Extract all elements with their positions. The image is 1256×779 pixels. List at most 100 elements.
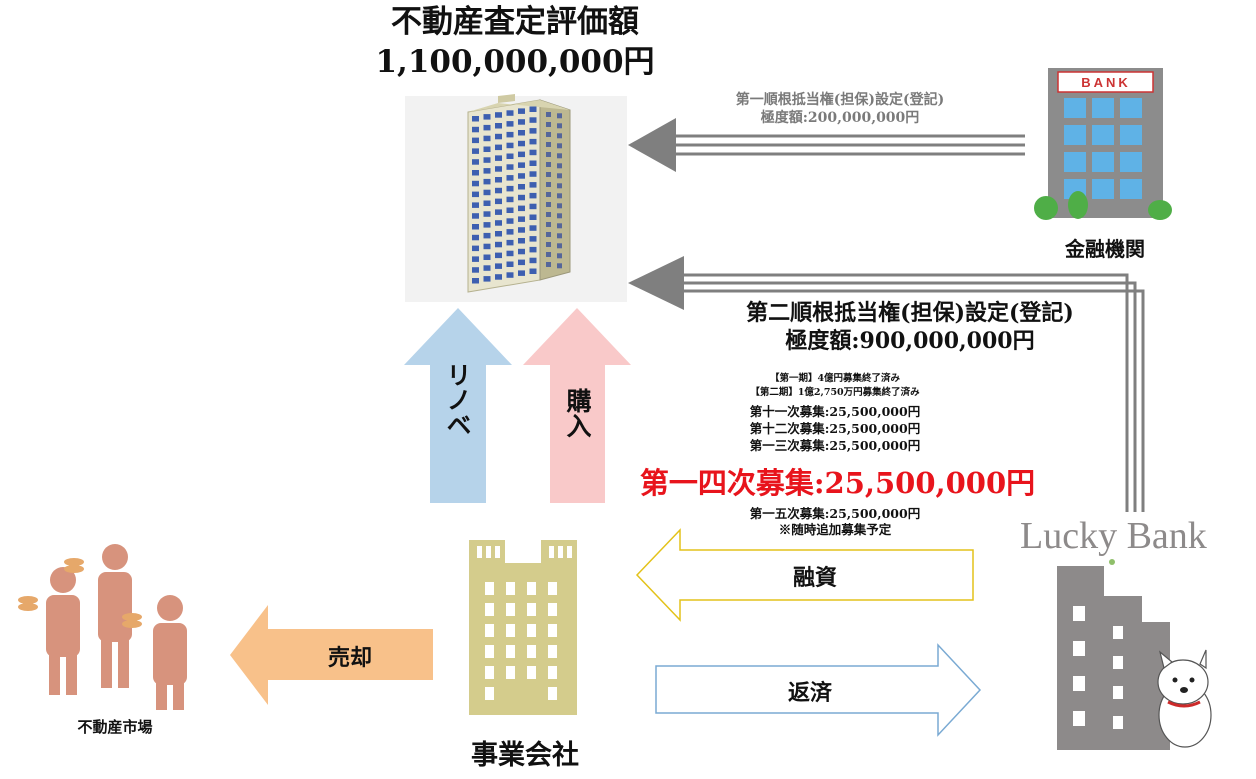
window — [548, 582, 557, 595]
financing-arrow — [635, 528, 974, 622]
window — [472, 234, 479, 241]
window — [506, 229, 514, 235]
window — [518, 108, 525, 114]
window — [506, 272, 514, 278]
window — [506, 645, 515, 658]
window — [1113, 626, 1123, 639]
window — [518, 248, 525, 255]
window — [495, 241, 502, 248]
window — [472, 245, 479, 252]
window — [529, 138, 537, 145]
window — [495, 274, 502, 280]
window — [546, 152, 551, 157]
window — [495, 252, 502, 259]
fundraising-round-11: 第十一次募集:25,500,000円 — [749, 404, 921, 419]
window — [495, 187, 502, 194]
window — [485, 582, 494, 595]
window — [557, 123, 562, 129]
window — [506, 239, 514, 246]
window — [1120, 125, 1142, 145]
window — [557, 203, 562, 209]
window — [529, 246, 537, 253]
window — [548, 603, 557, 616]
window — [483, 189, 491, 196]
company-building-icon — [469, 540, 577, 715]
window — [1113, 656, 1123, 669]
window — [472, 116, 479, 122]
window — [483, 254, 491, 260]
window — [495, 112, 502, 118]
window — [529, 171, 537, 177]
renovation-label: リノベ — [443, 362, 472, 437]
window — [506, 175, 514, 181]
window — [557, 233, 562, 239]
window — [546, 242, 551, 247]
window — [1092, 125, 1114, 145]
window — [557, 143, 562, 149]
fundraising-round-13: 第一三次募集:25,500,000円 — [749, 438, 921, 453]
window — [518, 173, 525, 179]
window — [529, 106, 537, 112]
window — [557, 133, 562, 139]
window — [1064, 152, 1086, 172]
window — [518, 194, 525, 201]
first-lien-line2: 極度額:200,000,000円 — [760, 110, 920, 126]
window — [529, 128, 537, 134]
window — [506, 603, 515, 616]
window — [518, 140, 525, 147]
company-label: 事業会社 — [471, 740, 579, 771]
window — [518, 184, 525, 190]
window — [472, 224, 479, 230]
bank-sign: BANK — [1081, 75, 1131, 90]
window — [506, 207, 514, 213]
window — [483, 135, 491, 142]
fundraising-round-12: 第十二次募集:25,500,000円 — [749, 421, 921, 436]
appraisal-title: 不動産査定評価額 — [391, 4, 639, 40]
window — [485, 687, 494, 700]
window — [485, 603, 494, 616]
fundraising-period-list: 【第一期】4億円募集終了済み 【第二期】1億2,750万円募集終了済み — [735, 372, 935, 400]
window — [546, 122, 551, 127]
window — [472, 137, 479, 144]
window — [1120, 152, 1142, 172]
window — [472, 170, 479, 176]
window — [546, 172, 551, 177]
people-icon — [18, 544, 187, 710]
window — [483, 178, 491, 185]
fundraising-after-list: 第一五次募集:25,500,000円 ※随時追加募集予定 — [715, 506, 955, 538]
window — [483, 276, 491, 282]
window — [483, 211, 491, 217]
fundraising-rounds-list: 第十一次募集:25,500,000円 第十二次募集:25,500,000円 第一… — [715, 403, 955, 454]
window — [529, 203, 537, 210]
repayment-label: 返済 — [787, 680, 832, 706]
window — [557, 263, 562, 269]
window — [495, 177, 502, 183]
appraisal-amount: 1,100,000,000円 — [375, 44, 655, 80]
bank-label: 金融機関 — [1065, 237, 1145, 261]
window — [529, 236, 537, 242]
window — [472, 191, 479, 198]
bank-building-icon — [1034, 68, 1172, 220]
window — [495, 155, 502, 161]
financing-label: 融資 — [792, 565, 837, 591]
repayment-arrow — [655, 643, 982, 737]
window — [506, 131, 514, 138]
window — [518, 227, 525, 233]
window — [506, 110, 514, 116]
window — [483, 265, 491, 271]
window — [557, 193, 562, 199]
first-lien-arrow — [628, 118, 1025, 172]
window — [557, 153, 562, 159]
window — [529, 257, 537, 264]
lucky-bank-building-icon — [1057, 559, 1170, 750]
window — [557, 223, 562, 229]
renovation-arrow — [404, 308, 512, 503]
window — [546, 212, 551, 217]
window — [1120, 179, 1142, 199]
dog-icon — [1157, 649, 1212, 748]
window — [506, 196, 514, 203]
window — [546, 232, 551, 237]
window — [518, 238, 525, 244]
market-label: 不動産市場 — [77, 718, 153, 736]
fundraising-note: ※随時追加募集予定 — [778, 522, 892, 537]
